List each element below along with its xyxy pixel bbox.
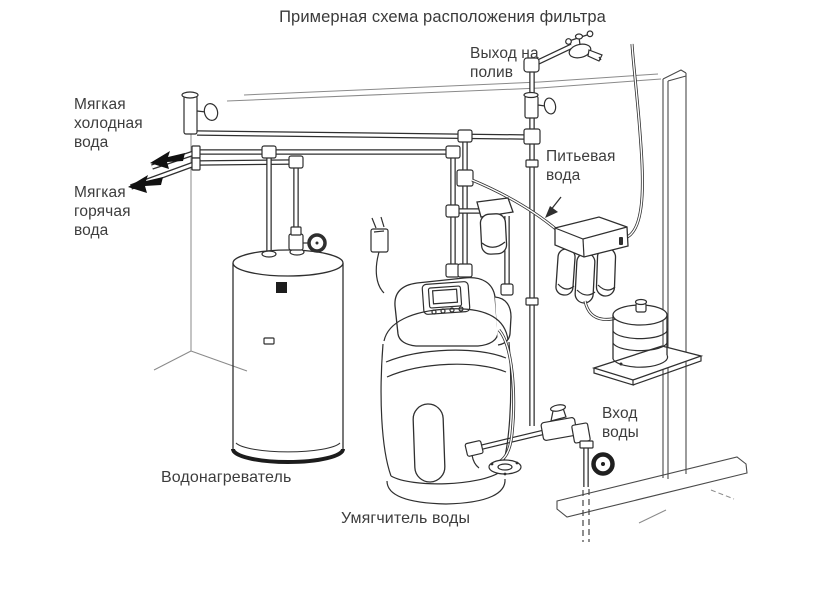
soft-hot-arrow — [128, 175, 163, 193]
drinking-water-pointer-arrow — [545, 196, 562, 218]
filter-storage-tank — [591, 298, 704, 386]
floor-board — [556, 456, 748, 524]
supply-pipes — [130, 43, 589, 487]
label-drinking-water: Питьевая вода — [546, 148, 616, 185]
drinking-water-tube — [471, 178, 558, 232]
label-soft-cold-water: Мягкая холодная вода — [74, 96, 143, 152]
pipe-fittings — [191, 57, 541, 345]
softener-control-panel — [421, 281, 471, 315]
diagram-title: Примерная схема расположения фильтра — [279, 8, 606, 26]
inlet-valve-assembly — [464, 404, 615, 542]
drinking-water-tube-riser — [624, 43, 644, 240]
soft-water-flow-arrows — [128, 151, 185, 193]
label-water-softener: Умягчитель воды — [341, 510, 471, 527]
tank-shelf — [591, 345, 704, 381]
soft-cold-arrow — [150, 151, 185, 169]
riser-valve — [523, 91, 557, 119]
wall-post — [662, 69, 687, 479]
water-heater — [231, 248, 345, 464]
ceiling-joist — [226, 73, 662, 102]
sediment-filter — [476, 197, 514, 255]
label-soft-hot-water: Мягкая горячая вода — [74, 184, 131, 240]
power-plug — [370, 216, 389, 294]
irrigation-faucet — [565, 30, 603, 62]
heater-valve — [288, 226, 327, 253]
water-softener — [380, 277, 516, 505]
label-irrigation-output: Выход на полив — [470, 45, 539, 82]
label-water-heater: Водонагреватель — [161, 469, 292, 486]
main-shutoff-valve — [181, 91, 219, 135]
label-water-inlet: Вход воды — [602, 405, 639, 442]
floor-drain — [488, 459, 522, 476]
wall-corner — [153, 101, 248, 372]
